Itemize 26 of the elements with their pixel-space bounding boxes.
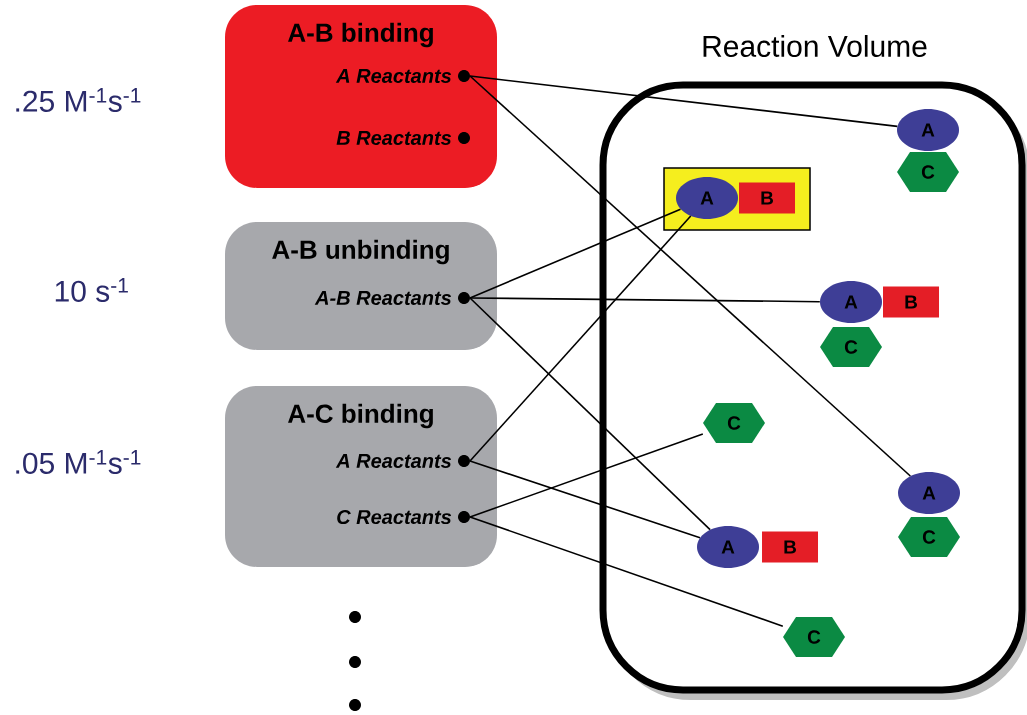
connector-line <box>469 433 704 518</box>
molecule-rectangle: B <box>883 286 939 318</box>
reactant-label: A-B Reactants <box>314 291 470 305</box>
rate-label: 10 s$^{-1}$ <box>55 278 128 302</box>
connector-line <box>469 516 784 627</box>
connector-line <box>469 297 821 303</box>
molecule-hexagon: C <box>897 152 959 192</box>
connector-line <box>469 75 899 128</box>
rate-label: .25 M$^{-1}$s$^{-1}$ <box>16 88 141 112</box>
reactant-label: A Reactants <box>335 454 470 468</box>
reactant-label: A Reactants <box>335 69 470 83</box>
molecule-hexagon: C <box>898 517 960 557</box>
molecule-hexagon: C <box>703 403 765 443</box>
node-label: Reaction Volume <box>703 34 927 58</box>
molecule-hexagon: C <box>783 617 845 657</box>
reactant-label: B Reactants <box>336 131 470 145</box>
molecule-rectangle: B <box>739 182 795 214</box>
connector-line <box>469 460 701 539</box>
molecule-rectangle: B <box>762 531 818 563</box>
connector-line <box>469 208 682 299</box>
rate-label: .05 M$^{-1}$s$^{-1}$ <box>16 450 141 474</box>
connector-line <box>469 215 692 462</box>
reactant-label: C Reactants <box>337 509 470 525</box>
connector-line <box>469 75 912 477</box>
connector-line <box>469 297 711 531</box>
molecule-hexagon: C <box>820 327 882 367</box>
